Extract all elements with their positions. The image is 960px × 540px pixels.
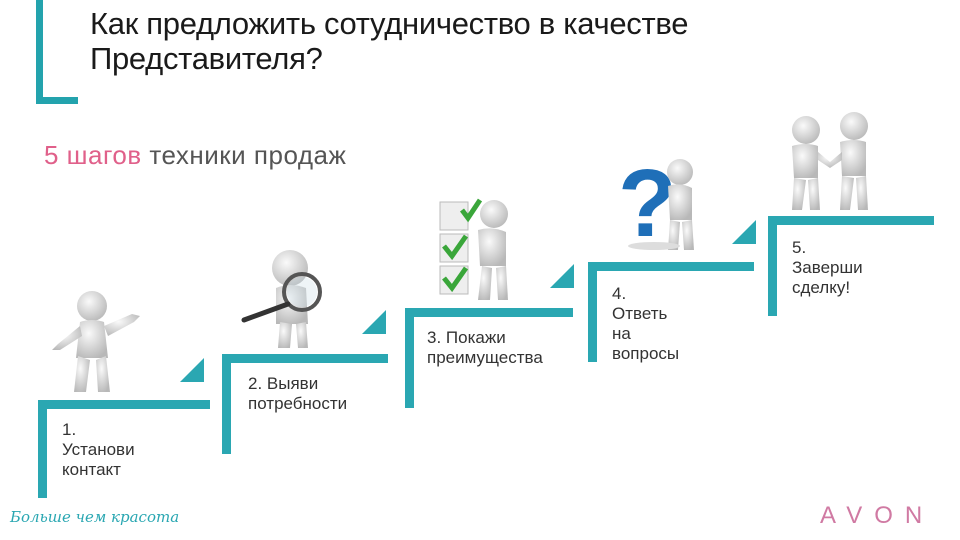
brand-logo: AVON xyxy=(820,502,934,530)
step-5-post xyxy=(768,216,777,316)
subtitle-accent: 5 шагов xyxy=(44,140,142,170)
step-2-label: 2. Выяви потребности xyxy=(248,374,347,414)
step-1-post xyxy=(38,400,47,498)
step-5-label: 5. Заверши сделку! xyxy=(792,238,863,298)
question-person-icon: ? xyxy=(614,150,704,252)
step-2-post xyxy=(222,354,231,454)
step-2-arrow xyxy=(362,310,386,334)
checklist-person-icon xyxy=(436,196,536,302)
greeting-person-icon xyxy=(40,288,150,396)
question-mark: ? xyxy=(618,150,677,252)
page-title: Как предложить сотудничество в качестве … xyxy=(90,6,688,76)
handshake-icon xyxy=(778,112,882,212)
step-5-bar xyxy=(768,216,934,225)
step-1-arrow xyxy=(180,358,204,382)
subtitle-rest: техники продаж xyxy=(142,140,347,170)
magnifier-person-icon xyxy=(236,244,336,350)
subtitle: 5 шагов техники продаж xyxy=(44,140,346,171)
title-line-1: Как предложить сотудничество в качестве xyxy=(90,6,688,41)
step-3-arrow xyxy=(550,264,574,288)
step-1-label: 1. Установи контакт xyxy=(62,420,135,480)
footer-slogan: Больше чем красота xyxy=(10,508,179,526)
step-2-bar xyxy=(222,354,388,363)
step-3-label: 3. Покажи преимущества xyxy=(427,328,543,368)
step-4-bar xyxy=(588,262,754,271)
step-4-post xyxy=(588,262,597,362)
title-bracket xyxy=(36,0,78,104)
title-line-2: Представителя? xyxy=(90,41,323,76)
step-4-label: 4. Ответь на вопросы xyxy=(612,284,679,364)
step-3-bar xyxy=(405,308,573,317)
step-4-arrow xyxy=(732,220,756,244)
step-1-bar xyxy=(38,400,210,409)
step-3-post xyxy=(405,308,414,408)
